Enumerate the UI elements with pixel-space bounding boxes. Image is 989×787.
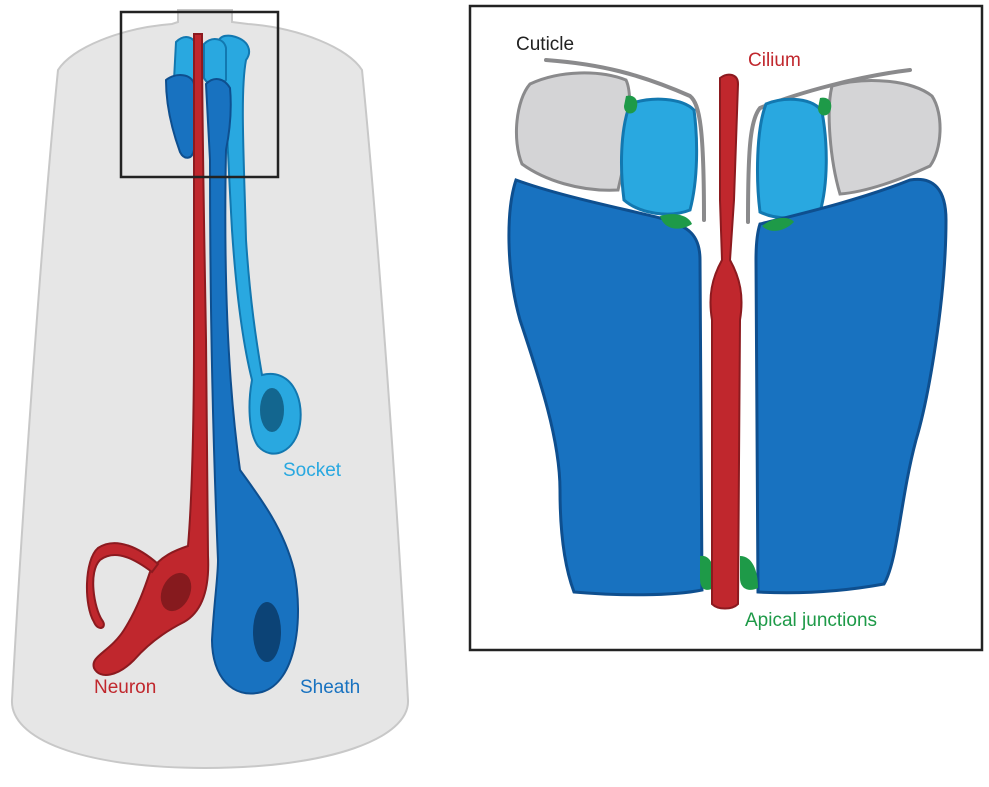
socket-cell-left <box>622 99 697 214</box>
sheath-nucleus <box>253 602 281 662</box>
overview-panel: Socket Neuron Sheath <box>12 10 408 768</box>
label-apical-junctions: Apical junctions <box>745 610 877 631</box>
cuticle-cell-left <box>516 73 629 190</box>
label-cuticle: Cuticle <box>516 34 574 55</box>
label-neuron: Neuron <box>94 677 156 698</box>
junction-top-right-a <box>818 98 831 116</box>
socket-cell-right <box>758 99 827 218</box>
detail-panel: Cuticle Cilium Apical junctions <box>470 6 982 650</box>
label-socket: Socket <box>283 460 342 481</box>
label-sheath: Sheath <box>300 677 360 698</box>
socket-nucleus <box>260 388 284 432</box>
junction-top-left-a <box>624 96 637 114</box>
label-cilium: Cilium <box>748 50 801 71</box>
